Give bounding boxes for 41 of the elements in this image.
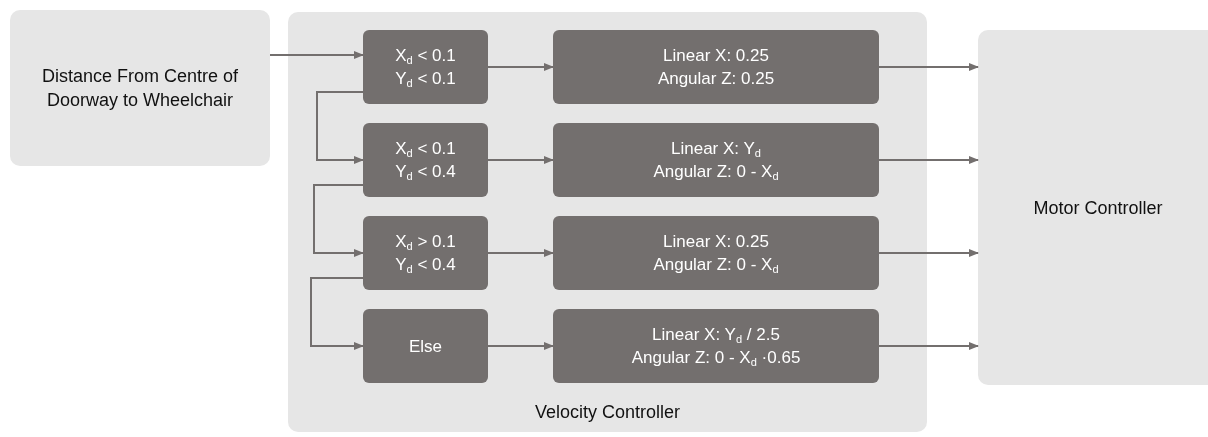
box-text: Distance From Centre of Doorway to Wheelchair [40, 65, 240, 112]
arrow [316, 91, 364, 164]
box-text: Angular Z: 0 - X$_{d}$ [653, 161, 779, 183]
arrow [487, 156, 554, 164]
output-box [553, 123, 879, 197]
arrow [878, 63, 979, 71]
condition-box [363, 309, 488, 383]
arrow [269, 51, 364, 59]
arrow [878, 156, 979, 164]
output-box [553, 309, 879, 383]
arrow [313, 184, 364, 257]
box-text: X$_{d}$ < 0.1 [395, 138, 456, 160]
output-box [553, 216, 879, 290]
box-text: Linear X: Y$_{d}$ / 2.5 [652, 324, 780, 346]
box-text: Else [408, 335, 443, 358]
condition-box [363, 123, 488, 197]
box-text: Angular Z: 0 - X$_{d}$ [653, 254, 779, 276]
arrow [487, 249, 554, 257]
arrow [878, 249, 979, 257]
arrow [487, 63, 554, 71]
arrow [487, 342, 554, 350]
box-text: X$_{d}$ > 0.1 [395, 231, 456, 253]
arrow [878, 342, 979, 350]
box-text: X$_{d}$ < 0.1 [395, 45, 456, 67]
box-text: Linear X: 0.25 [663, 45, 769, 67]
box-text: Angular Z: 0 - X$_{d}$ ·0.65 [631, 347, 801, 369]
condition-box [363, 216, 488, 290]
box-text: Y$_{d}$ < 0.4 [395, 254, 456, 276]
box-text: Velocity Controller [534, 401, 681, 424]
source-box [10, 10, 270, 166]
box-text: Linear X: 0.25 [663, 231, 769, 253]
arrow [310, 277, 364, 350]
output-box [553, 30, 879, 104]
box-text: Y$_{d}$ < 0.4 [395, 161, 456, 183]
controller-box [978, 30, 1208, 385]
controller-container [288, 12, 927, 432]
box-text: Linear X: Y$_{d}$ [671, 138, 761, 160]
box-text: Y$_{d}$ < 0.1 [395, 68, 456, 90]
box-text: Motor Controller [1033, 196, 1163, 220]
condition-box [363, 30, 488, 104]
box-text: Angular Z: 0.25 [657, 68, 775, 90]
